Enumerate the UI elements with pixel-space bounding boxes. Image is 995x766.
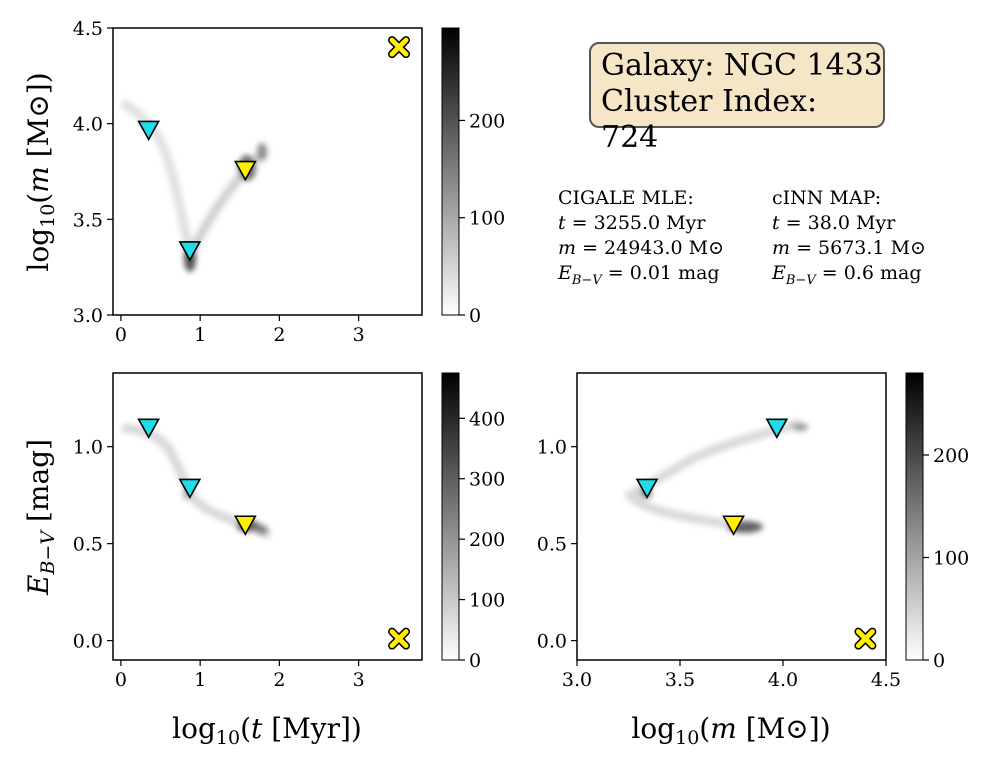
- cigale-stats: CIGALE MLE: t = 3255.0 Myr m = 24943.0 M…: [558, 186, 724, 293]
- y-axis-label-top-left: log10(m [M⊙]): [22, 72, 59, 271]
- y-tick-label: 3.5: [73, 209, 103, 231]
- marker-triangle-cyan: [765, 418, 789, 439]
- cigale-mass: m = 24943.0 M⊙: [558, 237, 725, 259]
- x-tick-label: 0: [115, 324, 127, 346]
- marker-triangle-yellow: [233, 160, 257, 182]
- x-tick-label: 2: [273, 324, 285, 346]
- y-tick-label: 0.0: [73, 631, 103, 653]
- y-tick-label: 0.0: [537, 631, 567, 653]
- colorbar-tick-label: 400: [469, 408, 505, 430]
- x-axis-label-bottom-left: log10(t [Myr]): [172, 712, 362, 749]
- cinn-title: cINN MAP:: [772, 187, 882, 209]
- x-axis-label-bottom-right: log10(m [M⊙]): [631, 712, 830, 749]
- axes-frame-bottom-left: [112, 372, 423, 661]
- x-tick-label: 3.0: [562, 669, 592, 691]
- x-tick-label: 2: [273, 669, 285, 691]
- colorbar-top-left: [441, 27, 460, 316]
- y-tick-label: 4.0: [73, 114, 103, 136]
- colorbar-tick-label: 0: [933, 650, 945, 672]
- x-tick-label: 4.0: [768, 669, 798, 691]
- cigale-extinction: EB−V = 0.01 mag: [558, 262, 720, 288]
- marker-triangle-cyan: [178, 478, 202, 500]
- galaxy-info-box: Galaxy: NGC 1433 Cluster Index: 724: [589, 42, 885, 155]
- y-tick-label: 0.5: [537, 534, 567, 556]
- colorbar-tick-label: 100: [469, 590, 505, 612]
- axes-frame-bottom-right: [576, 372, 887, 661]
- colorbar-tick-label: 300: [469, 469, 505, 491]
- colorbar-tick-label: 100: [933, 548, 969, 570]
- x-tick-label: 3.5: [665, 669, 695, 691]
- x-tick-label: 3: [353, 324, 365, 346]
- x-tick-label: 4.5: [871, 669, 901, 691]
- density-bottom-right: [623, 418, 808, 533]
- marker-triangle-yellow: [722, 515, 745, 536]
- x-tick-label: 3: [353, 669, 365, 691]
- colorbar-tick-label: 0: [469, 650, 481, 672]
- colorbar-tick-label: 200: [469, 110, 505, 132]
- x-tick-label: 0: [115, 669, 127, 691]
- cinn-mass: m = 5673.1 M⊙: [772, 237, 926, 259]
- colorbar-tick-label: 200: [469, 529, 505, 551]
- y-tick-label: 1.0: [537, 437, 567, 459]
- marker-triangle-cyan: [635, 478, 659, 500]
- y-axis-label-bottom-left: EB−V [mag]: [22, 439, 59, 596]
- cluster-index: Cluster Index: 724: [601, 84, 818, 155]
- axes-frame-top-left: [112, 27, 423, 316]
- marker-triangle-cyan: [137, 120, 161, 142]
- marker-x-yellow: [388, 627, 411, 650]
- galaxy-name: Galaxy: NGC 1433: [601, 48, 883, 83]
- marker-x-yellow: [854, 627, 877, 650]
- colorbar-bottom-right: [905, 372, 924, 661]
- y-tick-label: 1.0: [73, 437, 103, 459]
- cinn-stats: cINN MAP: t = 38.0 Myr m = 5673.1 M⊙ EB−…: [772, 186, 926, 293]
- colorbar-bottom-left: [441, 372, 460, 661]
- marker-triangle-yellow: [233, 515, 257, 536]
- cinn-age: t = 38.0 Myr: [772, 212, 896, 234]
- panel-top-left: 0 1 2 3 3.0 3.5 4.0 4.5 log10(m [M⊙]) 0 100 200: [22, 18, 505, 346]
- y-tick-label: 4.5: [73, 18, 103, 40]
- cigale-age: t = 3255.0 Myr: [558, 212, 706, 234]
- marker-triangle-cyan: [178, 241, 202, 262]
- x-tick-label: 1: [194, 669, 206, 691]
- y-tick-label: 0.5: [73, 534, 103, 556]
- colorbar-tick-label: 0: [469, 305, 481, 327]
- colorbar-tick-label: 100: [469, 208, 505, 230]
- marker-x-yellow: [388, 36, 411, 59]
- panel-bottom-right: 3.0 3.5 4.0 4.5 0.0 0.5 1.0 log10(m [M⊙]) 0 100…: [537, 372, 969, 749]
- y-tick-label: 3.0: [73, 305, 103, 327]
- cigale-title: CIGALE MLE:: [558, 187, 694, 209]
- colorbar-tick-label: 200: [933, 445, 969, 467]
- x-tick-label: 1: [194, 324, 206, 346]
- marker-triangle-cyan: [137, 418, 161, 439]
- cinn-extinction: EB−V = 0.6 mag: [772, 262, 922, 288]
